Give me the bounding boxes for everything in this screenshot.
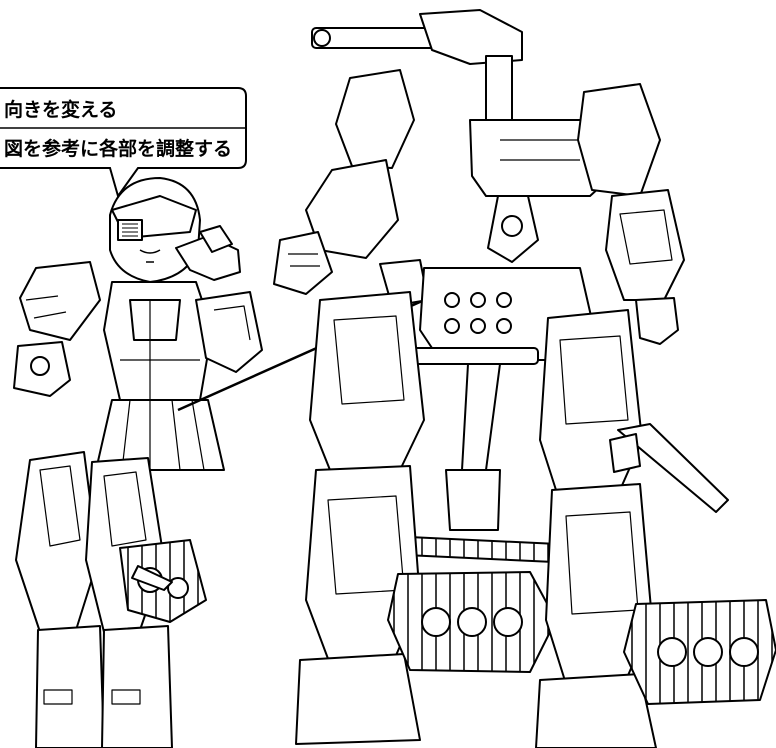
callout-line-1: 向きを変える bbox=[4, 98, 117, 121]
mech-frame-figure bbox=[273, 9, 776, 748]
callout-line-2: 図を参考に各部を調整する bbox=[4, 137, 232, 160]
girl-pilot-figure bbox=[13, 177, 263, 748]
callout-bubble: 向きを変える 図を参考に各部を調整する bbox=[0, 87, 247, 199]
